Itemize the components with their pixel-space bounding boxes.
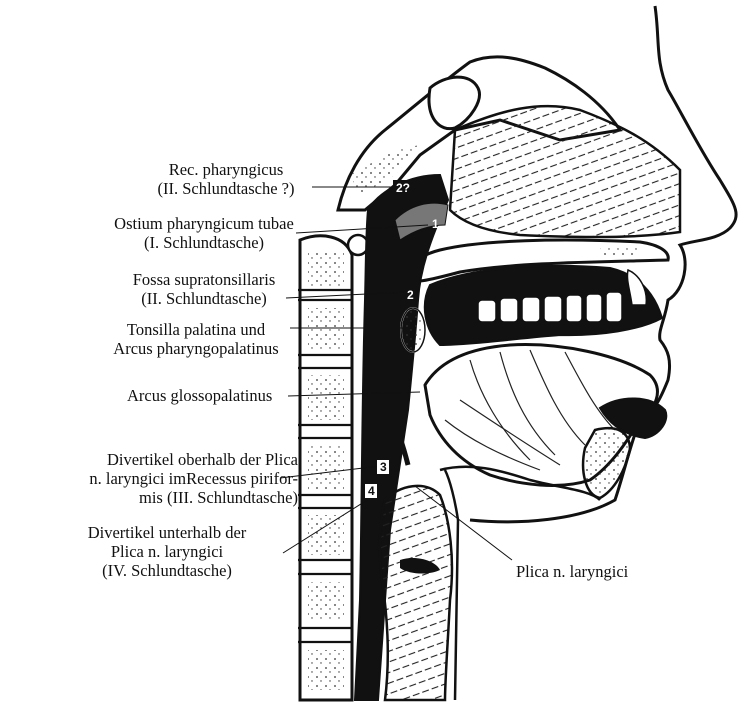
label-div-unter-line3: (IV. Schlundtasche) <box>50 561 284 580</box>
label-tonsilla-line1: Tonsilla palatina und <box>100 320 292 339</box>
label-fossa-line1: Fossa supratonsillaris <box>120 270 288 289</box>
marker-3: 3 <box>380 460 387 474</box>
label-arcus-glossopalatinus: Arcus glossopalatinus <box>127 386 272 405</box>
label-rec-pharyngicus-line1: Rec. pharyngicus <box>138 160 314 179</box>
label-tonsilla-line2: Arcus pharyngopalatinus <box>100 339 292 358</box>
label-div-unter-line1: Divertikel unterhalb der <box>50 523 284 542</box>
label-fossa-supratonsillaris: Fossa supratonsillaris (II. Schlundtasch… <box>120 270 288 308</box>
label-divertikel-unterhalb: Divertikel unterhalb der Plica n. laryng… <box>50 523 284 580</box>
label-ostium-line1: Ostium pharyngicum tubae <box>108 214 300 233</box>
marker-1: 1 <box>432 217 439 231</box>
oral-cavity <box>425 266 662 345</box>
label-div-ober-line1: Divertikel oberhalb der Plica <box>4 450 298 469</box>
label-div-ober-line2: n. laryngici imRecessus pirifor- <box>4 469 298 488</box>
label-tonsilla-palatina: Tonsilla palatina und Arcus pharyngopala… <box>100 320 292 358</box>
label-plica-line1: Plica n. laryngici <box>516 562 628 581</box>
label-div-ober-line3: mis (III. Schlundtasche) <box>4 488 298 507</box>
label-rec-pharyngicus: Rec. pharyngicus (II. Schlundtasche ?) <box>138 160 314 198</box>
label-plica-n-laryngici: Plica n. laryngici <box>516 562 628 581</box>
label-rec-pharyngicus-line2: (II. Schlundtasche ?) <box>138 179 314 198</box>
hyoid-region <box>440 467 600 700</box>
label-ostium-line2: (I. Schlundtasche) <box>108 233 300 252</box>
label-divertikel-oberhalb: Divertikel oberhalb der Plica n. laryngi… <box>4 450 298 507</box>
label-arcus-glosso-line1: Arcus glossopalatinus <box>127 386 272 405</box>
label-fossa-line2: (II. Schlundtasche) <box>120 289 288 308</box>
marker-4: 4 <box>368 484 375 498</box>
nasal-cavity <box>450 106 680 237</box>
label-div-unter-line2: Plica n. laryngici <box>50 542 284 561</box>
marker-2q: 2? <box>396 181 410 195</box>
marker-2: 2 <box>407 288 414 302</box>
label-ostium-pharyngicum: Ostium pharyngicum tubae (I. Schlundtasc… <box>108 214 300 252</box>
